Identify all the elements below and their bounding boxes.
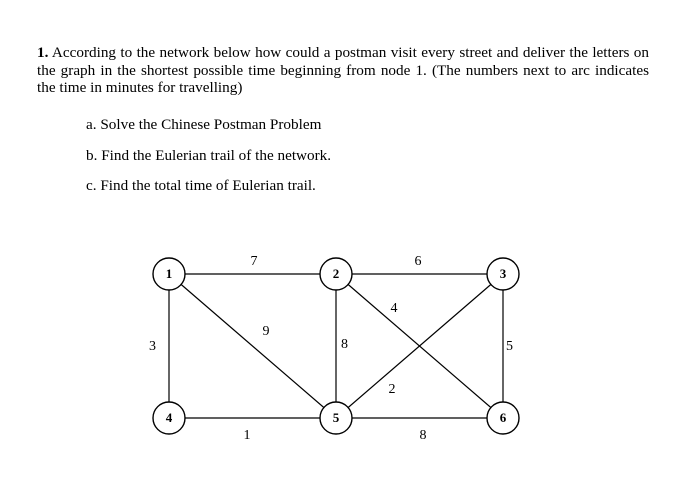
node-label-6: 6 (500, 410, 507, 425)
edge-weight-4-5: 1 (244, 428, 251, 443)
part-b: b. Find the Eulerian trail of the networ… (86, 146, 332, 164)
node-circle-4 (152, 401, 186, 435)
edge-weight-2-6: 4 (391, 301, 398, 316)
edge-weight-5-6: 8 (420, 428, 427, 443)
question-parts: a. Solve the Chinese Postman Problem b. … (86, 116, 331, 208)
part-a: a. Solve the Chinese Postman Problem (86, 116, 322, 133)
edge-weight-1-5: 9 (263, 324, 270, 339)
node-circle-6 (486, 401, 520, 435)
node-2: 2 (319, 257, 353, 291)
edge-weight-1-2: 7 (251, 254, 258, 269)
graph-edges: 7 6 3 5 1 8 9 8 4 2 (149, 254, 513, 443)
node-label-3: 3 (500, 266, 507, 281)
node-circle-3 (486, 257, 520, 291)
node-label-2: 2 (333, 266, 340, 281)
node-circle-1 (152, 257, 186, 291)
edge-weight-3-5: 2 (389, 382, 396, 397)
node-label-1: 1 (166, 266, 173, 281)
node-5: 5 (319, 401, 353, 435)
node-1: 1 (152, 257, 186, 291)
question-text: 1. According to the network below how co… (37, 44, 649, 97)
edge-weight-2-3: 6 (415, 254, 422, 269)
node-3: 3 (486, 257, 520, 291)
edge-1-5 (168, 273, 337, 419)
node-circle-2 (319, 257, 353, 291)
edge-weight-1-4: 3 (149, 339, 156, 354)
edge-weight-2-5: 8 (341, 337, 348, 352)
node-label-4: 4 (166, 410, 173, 425)
part-c: c. Find the total time of Eulerian trail… (86, 177, 316, 194)
edge-weight-3-6: 5 (506, 339, 513, 354)
node-6: 6 (486, 401, 520, 435)
node-4: 4 (152, 401, 186, 435)
node-label-5: 5 (333, 410, 340, 425)
graph-nodes: 1 2 3 4 5 6 (152, 257, 520, 435)
question-number: 1. (37, 44, 49, 61)
node-circle-5 (319, 401, 353, 435)
edge-3-5 (335, 273, 504, 419)
question-body: According to the network below how could… (37, 44, 649, 96)
